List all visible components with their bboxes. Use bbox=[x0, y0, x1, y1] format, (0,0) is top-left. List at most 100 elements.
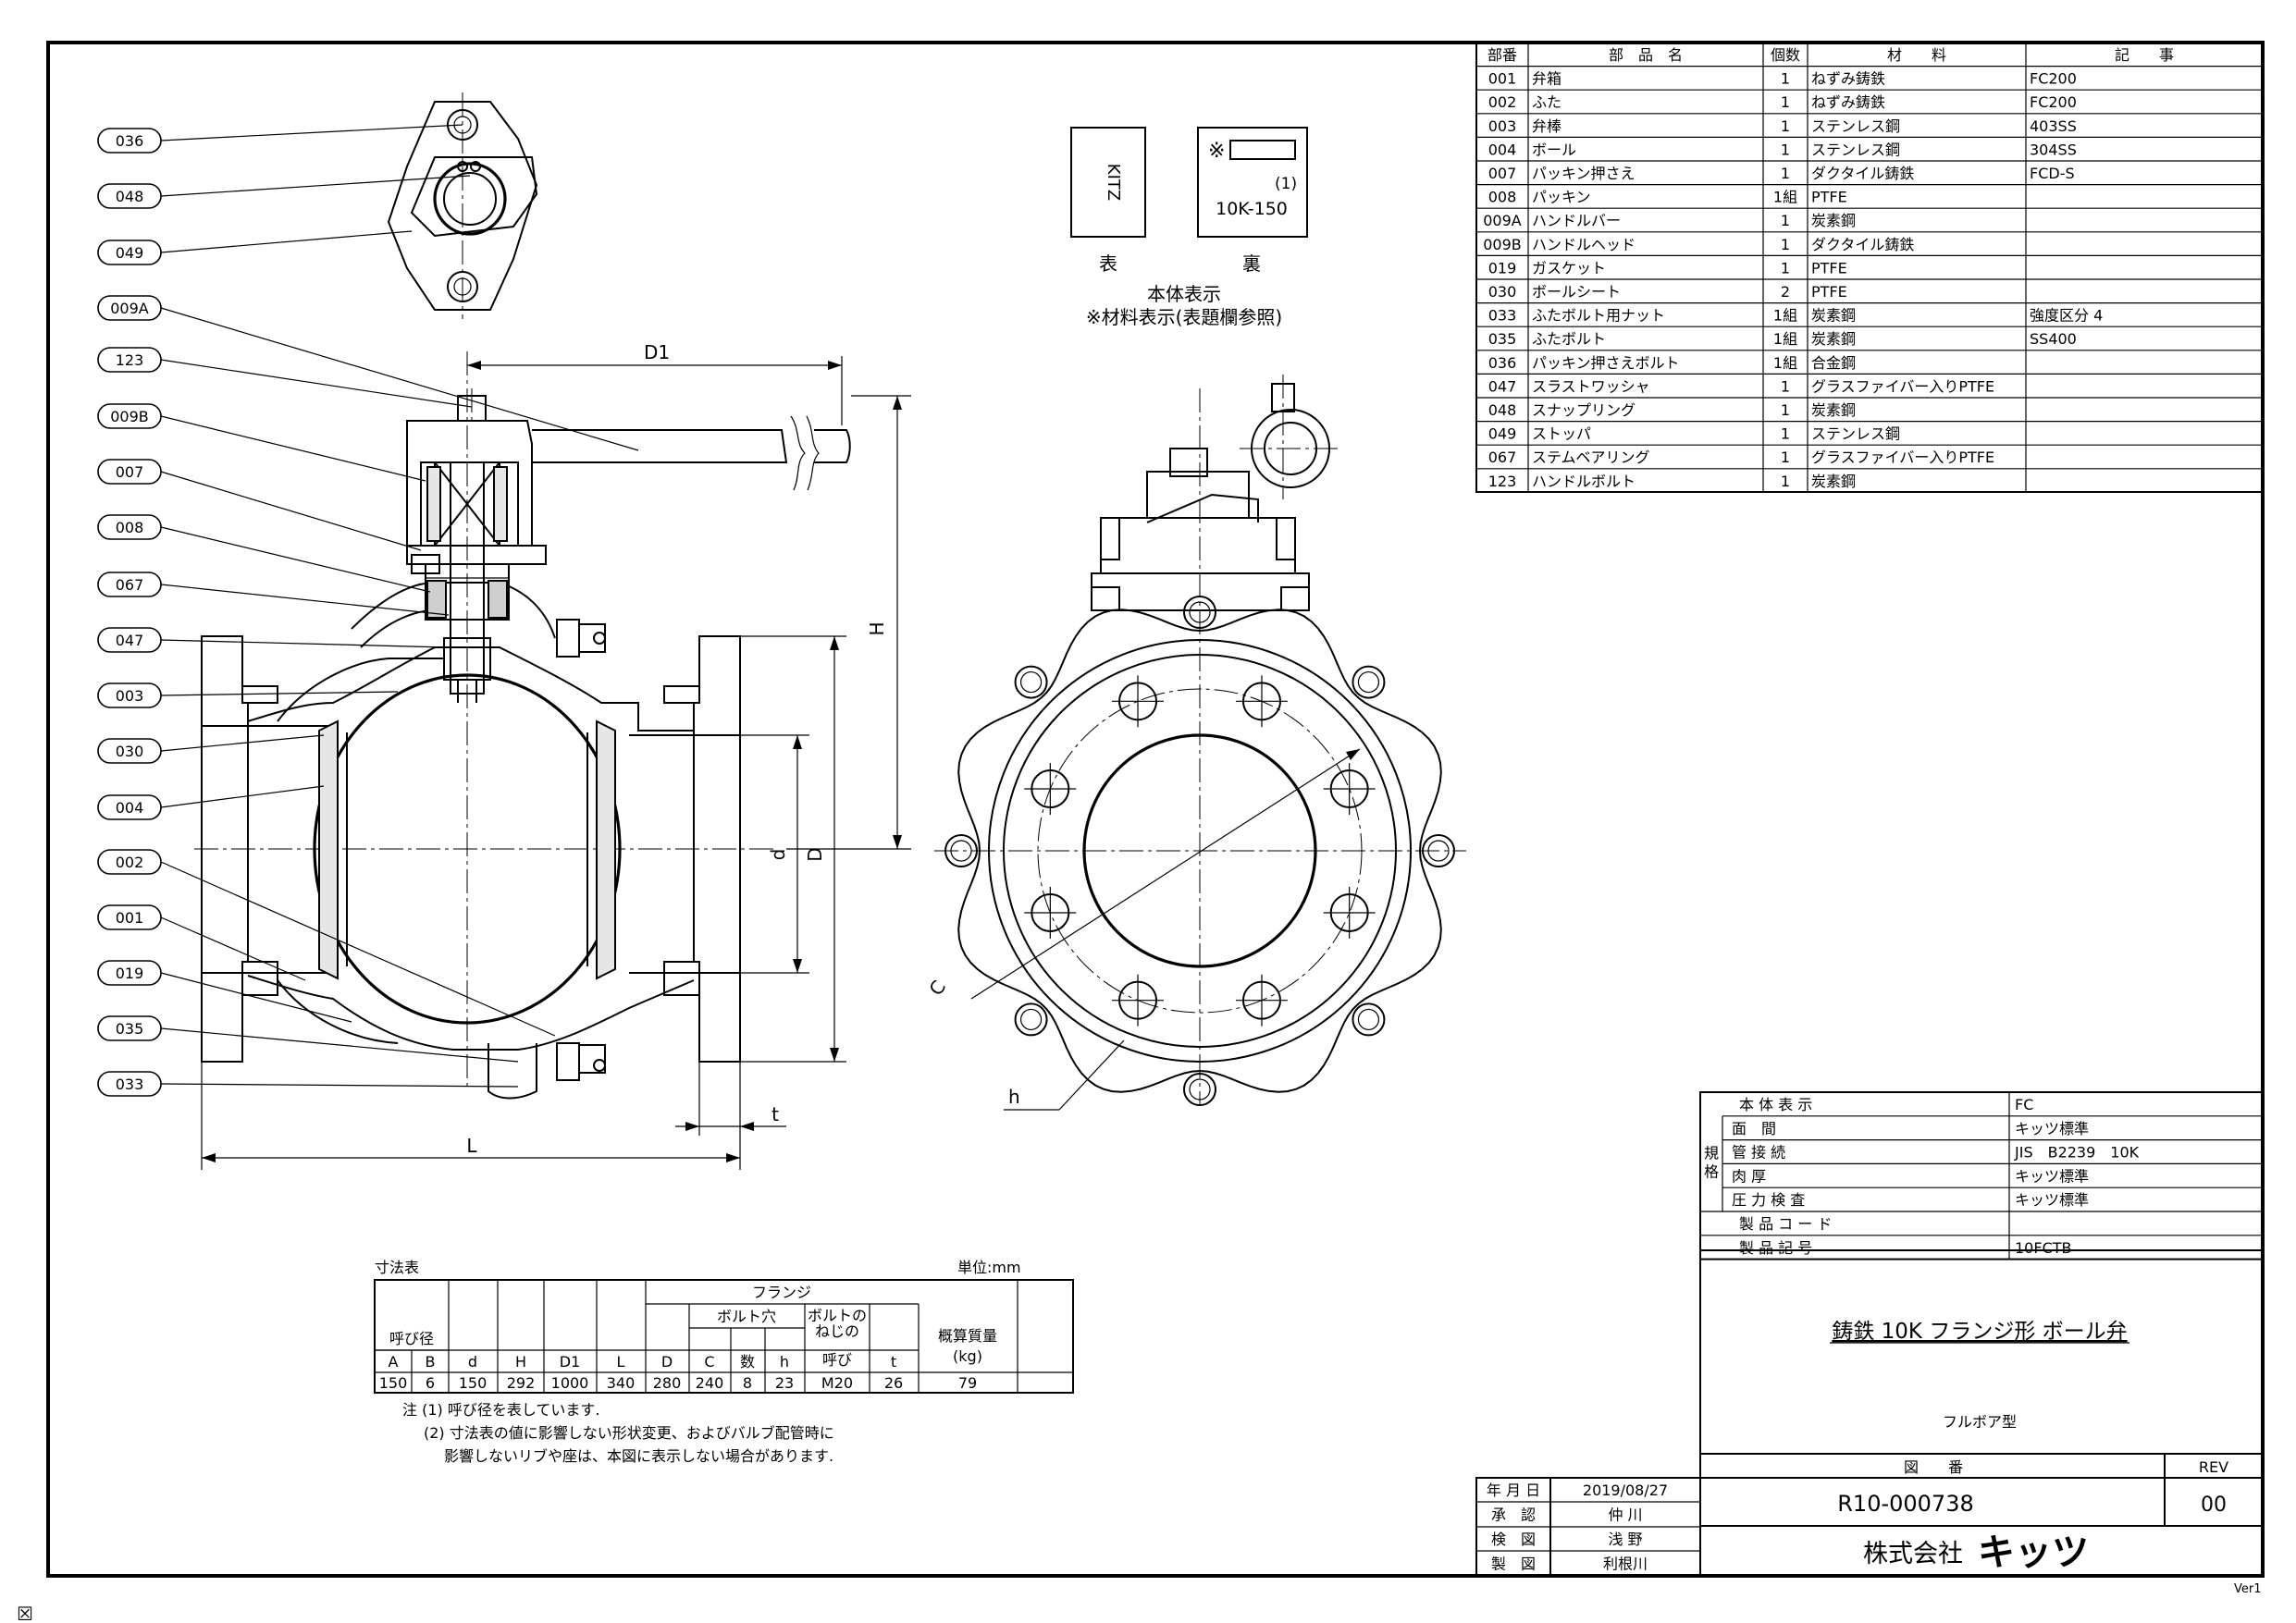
top-view-detail bbox=[387, 92, 538, 319]
parts-cell: FC200 bbox=[2030, 70, 2077, 88]
part-balloon-label: 067 bbox=[116, 576, 144, 594]
dim-note-2: (2) 寸法表の値に影響しない形状変更、およびバルブ配管時に bbox=[424, 1424, 834, 1442]
parts-cell: ハンドルボルト bbox=[1532, 473, 1636, 490]
parts-cell: ハンドルバー bbox=[1532, 212, 1621, 229]
parts-cell: 強度区分 4 bbox=[2030, 307, 2103, 325]
dim-table-cell: 6 bbox=[426, 1374, 435, 1392]
marking-front-label: 表 bbox=[1099, 252, 1117, 275]
part-balloon-label: 008 bbox=[116, 519, 144, 536]
dim-table-cell: 292 bbox=[507, 1374, 536, 1392]
parts-header: 部番 bbox=[1487, 46, 1517, 64]
rib-boss bbox=[944, 834, 978, 867]
dim-table-cell: ボルトの bbox=[808, 1307, 867, 1324]
parts-cell: 2 bbox=[1781, 283, 1790, 301]
dim-table-cell: B bbox=[426, 1353, 436, 1371]
part-balloon-label: 003 bbox=[116, 687, 144, 705]
part-balloon-label: 123 bbox=[116, 351, 144, 369]
parts-cell: ダクタイル鋳鉄 bbox=[1811, 165, 1914, 182]
parts-cell: 合金鋼 bbox=[1811, 354, 1856, 372]
parts-cell: 009A bbox=[1483, 212, 1522, 229]
dim-table-caption: 寸法表 bbox=[375, 1259, 419, 1276]
part-balloon-label: 009A bbox=[110, 300, 149, 317]
rib-boss bbox=[1352, 665, 1386, 699]
spec-value: キッツ標準 bbox=[2015, 1167, 2089, 1185]
parts-cell: 009B bbox=[1483, 236, 1522, 253]
dim-big-d: D bbox=[804, 847, 826, 861]
dim-table-unit: 単位:mm bbox=[957, 1259, 1021, 1276]
part-balloon-label: 019 bbox=[116, 965, 144, 982]
leader-line bbox=[160, 972, 352, 1023]
side-view: C h bbox=[924, 375, 1466, 1111]
signoff-label: 年 月 日 bbox=[1487, 1482, 1540, 1499]
dim-table-cell: 150 bbox=[379, 1374, 408, 1392]
spec-label: 本 体 表 示 bbox=[1739, 1096, 1812, 1113]
leader-line bbox=[160, 916, 306, 981]
parts-cell: ステンレス鋼 bbox=[1811, 117, 1900, 135]
parts-cell: 033 bbox=[1488, 307, 1517, 325]
dim-t: t bbox=[772, 1103, 779, 1125]
parts-cell: 1 bbox=[1781, 117, 1790, 135]
company-logo: キッツ bbox=[1978, 1531, 2089, 1574]
marking-back-note: (1) bbox=[1275, 175, 1297, 193]
dim-table-cell: 280 bbox=[653, 1374, 682, 1392]
dim-table-cell: 呼び径 bbox=[389, 1330, 434, 1347]
dim-table-cell: 26 bbox=[884, 1374, 903, 1392]
spec-value: 10FCTB bbox=[2015, 1239, 2071, 1257]
parts-cell: スラストワッシャ bbox=[1532, 377, 1650, 395]
dim-table-cell: t bbox=[891, 1353, 896, 1371]
drawing-subtitle: フルボア型 bbox=[1943, 1413, 2017, 1431]
parts-cell: 1組 bbox=[1773, 354, 1797, 372]
leader-line bbox=[160, 230, 413, 253]
parts-cell: 1 bbox=[1781, 425, 1790, 443]
parts-cell: ふたボルト用ナット bbox=[1532, 307, 1665, 325]
dim-table-cell: 23 bbox=[775, 1374, 794, 1392]
spec-value: FC bbox=[2015, 1096, 2033, 1113]
part-balloon-label: 004 bbox=[116, 799, 144, 817]
parts-cell: ハンドルヘッド bbox=[1532, 236, 1636, 253]
parts-cell: パッキン押さえボルト bbox=[1532, 354, 1680, 372]
parts-cell: 1組 bbox=[1773, 189, 1797, 206]
dim-table-cell: h bbox=[780, 1353, 789, 1371]
parts-cell: 1組 bbox=[1773, 330, 1797, 348]
part-balloon-label: 036 bbox=[116, 132, 144, 150]
dim-table-cell: D1 bbox=[560, 1353, 581, 1371]
dim-table-cell: 呼び bbox=[822, 1351, 852, 1369]
dim-table-cell: 79 bbox=[958, 1374, 977, 1392]
leader-line bbox=[160, 359, 473, 408]
parts-header: 部 品 名 bbox=[1609, 46, 1683, 64]
part-balloon-label: 007 bbox=[116, 463, 144, 481]
parts-header: 材 料 bbox=[1887, 46, 1946, 64]
parts-cell: ステンレス鋼 bbox=[1811, 141, 1900, 158]
parts-cell: 炭素鋼 bbox=[1811, 330, 1856, 348]
spec-label: 肉 厚 bbox=[1732, 1167, 1766, 1185]
parts-cell: SS400 bbox=[2030, 330, 2077, 348]
corner-mark: ☒ bbox=[17, 1603, 33, 1623]
parts-cell: 炭素鋼 bbox=[1811, 473, 1856, 490]
dim-table-cell: C bbox=[704, 1353, 714, 1371]
leader-line bbox=[160, 307, 639, 451]
dim-table-cell: ボルト穴 bbox=[717, 1308, 776, 1325]
parts-cell: 008 bbox=[1488, 189, 1517, 206]
parts-cell: グラスファイバー入りPTFE bbox=[1811, 449, 1994, 466]
title-block: 鋳鉄 10K フランジ形 ボール弁 フルボア型 図 番 REV R10-0007… bbox=[17, 1249, 2264, 1623]
spec-label: 面 間 bbox=[1732, 1120, 1776, 1137]
parts-cell: ストッパ bbox=[1532, 425, 1591, 443]
parts-cell: 1 bbox=[1781, 401, 1790, 419]
parts-cell: 1 bbox=[1781, 93, 1790, 111]
parts-cell: 1組 bbox=[1773, 307, 1797, 325]
dim-table-cell: L bbox=[617, 1353, 625, 1371]
rib-boss bbox=[1422, 834, 1455, 867]
parts-cell: 030 bbox=[1488, 283, 1517, 301]
leader-line bbox=[160, 861, 556, 1037]
leader-line bbox=[160, 471, 422, 551]
parts-cell: 048 bbox=[1488, 401, 1517, 419]
parts-cell: パッキン bbox=[1532, 189, 1591, 206]
rib-boss bbox=[1014, 1002, 1048, 1037]
drawing-title: 鋳鉄 10K フランジ形 ボール弁 bbox=[1832, 1320, 2127, 1344]
dim-table-cell: 150 bbox=[459, 1374, 488, 1392]
dim-h: H bbox=[866, 621, 888, 635]
dim-table-cell: 概算質量 bbox=[938, 1327, 997, 1345]
parts-cell: ガスケット bbox=[1532, 259, 1606, 277]
